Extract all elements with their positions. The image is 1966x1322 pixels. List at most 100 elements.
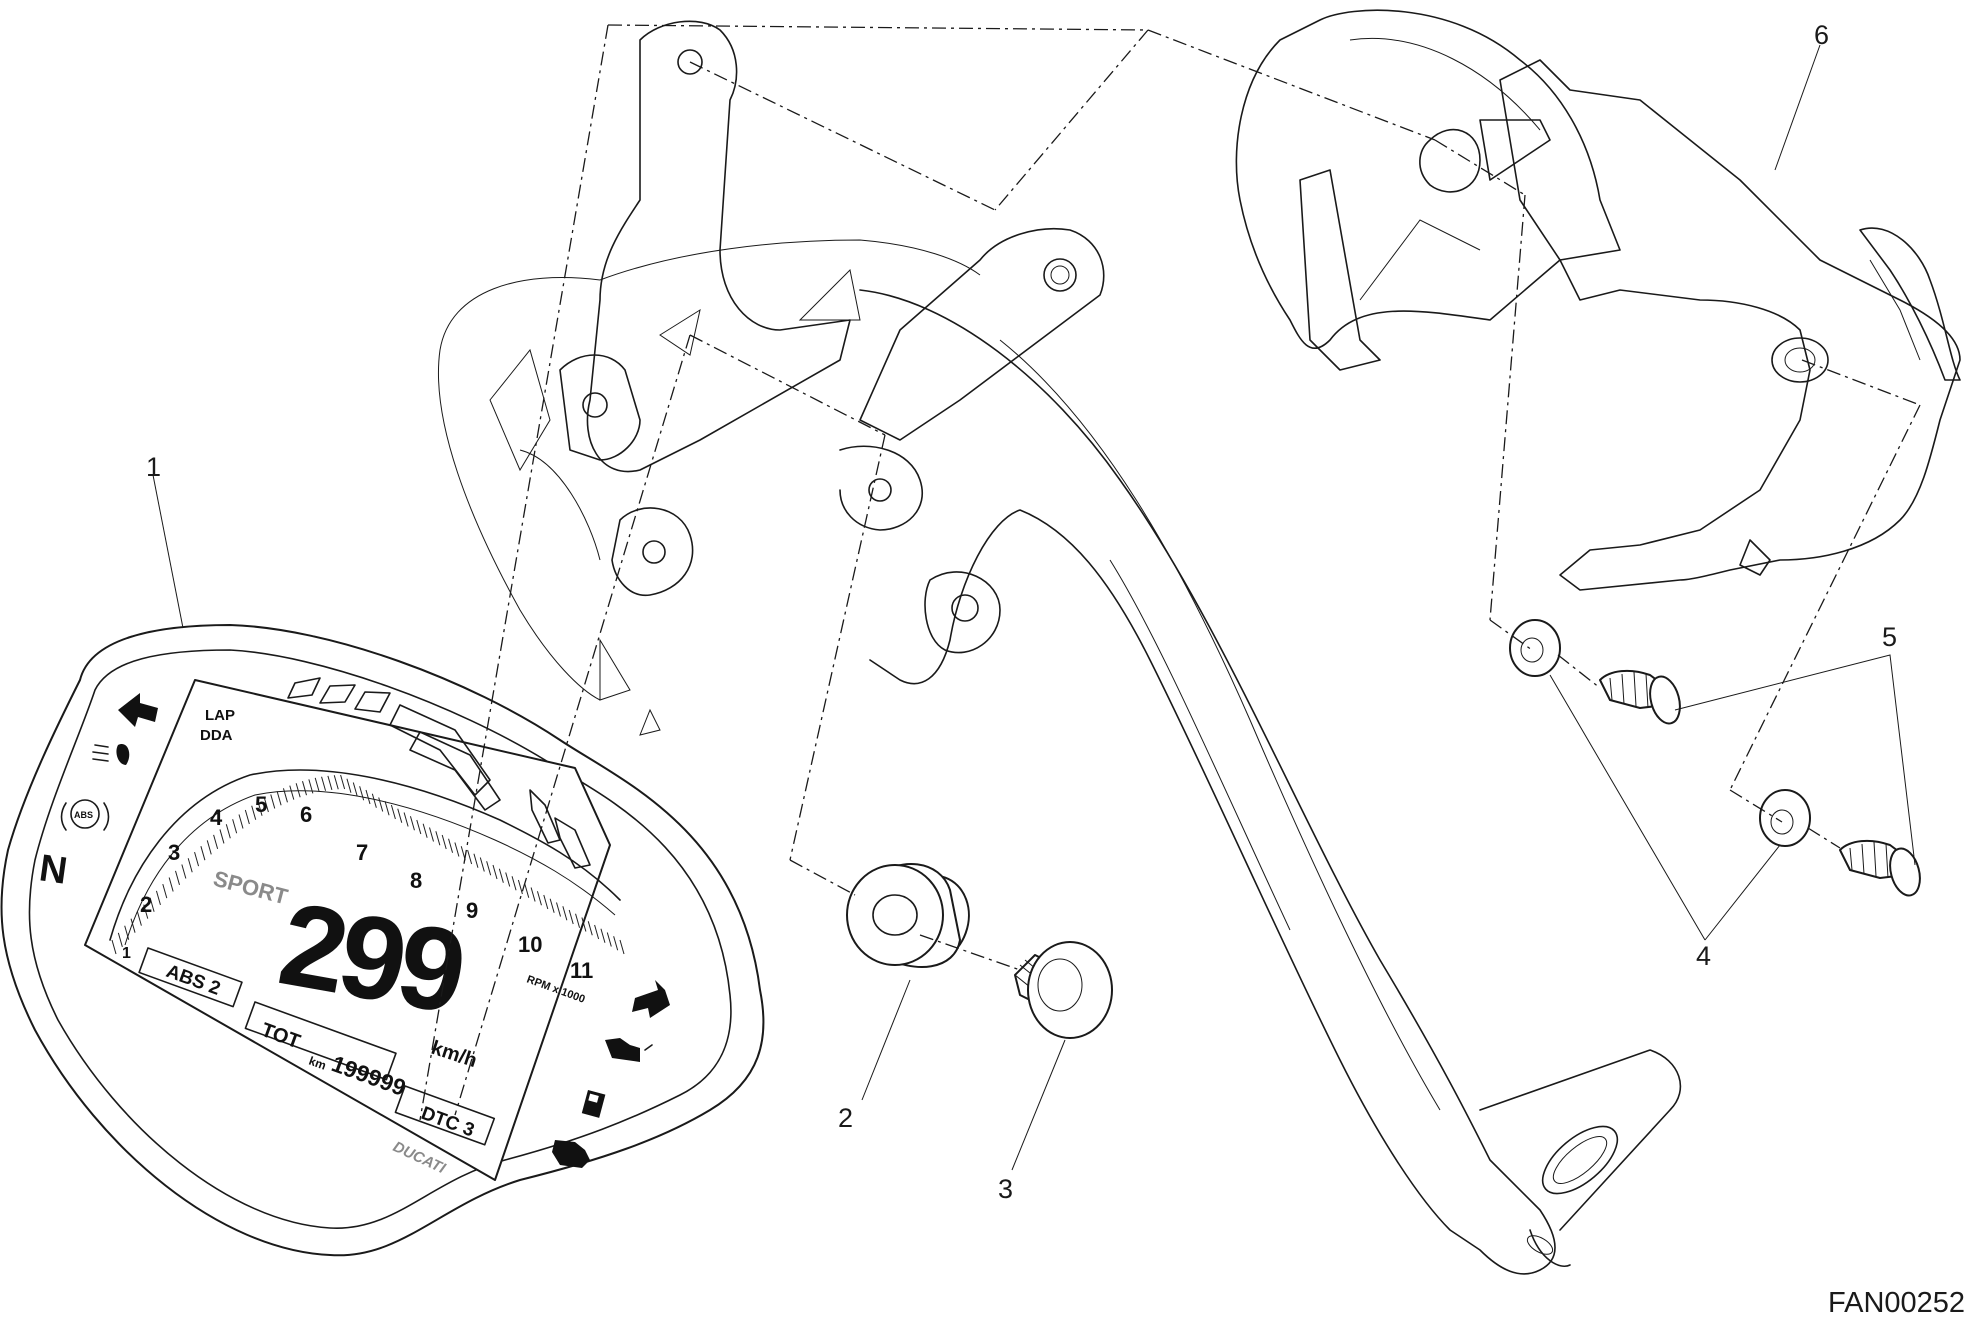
rpm-tick xyxy=(238,814,244,829)
rpm-tick xyxy=(130,918,136,933)
callout-3: 3 xyxy=(998,1174,1013,1204)
rpm-tick xyxy=(397,808,403,823)
rpm-tick xyxy=(416,819,422,835)
rpm-gauge xyxy=(109,769,621,946)
rpm-tick xyxy=(124,925,130,940)
left-turn-arrow-icon xyxy=(118,693,158,727)
rpm-tick xyxy=(556,902,561,917)
rpm-tick xyxy=(276,791,282,806)
rpm-tick xyxy=(200,846,206,861)
rpm-tick-6: 6 xyxy=(300,802,312,827)
instrument-support-bracket xyxy=(437,20,1682,1275)
rpm-tick xyxy=(517,879,523,895)
rpm-tick xyxy=(352,782,358,797)
washer-part-4-upper xyxy=(1509,619,1561,677)
instrument-cover-part-6 xyxy=(1235,9,1961,591)
rpm-tick-4: 4 xyxy=(210,805,223,830)
rpm-tick xyxy=(435,831,441,846)
rpm-tick-2: 2 xyxy=(140,892,152,917)
rpm-tick xyxy=(581,917,587,932)
rpm-tick xyxy=(594,924,600,940)
rpm-tick xyxy=(448,838,454,853)
instrument-panel-part-1: LAP DDA 1 2 3 4 5 6 7 8 9 10 11 RPM x 10… xyxy=(0,624,765,1257)
fuel-icon xyxy=(581,1090,606,1118)
callout-6: 6 xyxy=(1814,20,1829,50)
rpm-tick xyxy=(111,939,117,955)
neutral-indicator: N xyxy=(37,847,70,892)
rpm-tick xyxy=(282,788,288,803)
rpm-tick xyxy=(562,906,568,921)
rpm-tick xyxy=(403,812,409,827)
rpm-tick xyxy=(359,786,365,801)
rpm-tick xyxy=(136,911,142,926)
rpm-tick xyxy=(232,819,238,834)
rpm-tick xyxy=(568,909,574,925)
rpm-tick-9: 9 xyxy=(466,898,478,923)
rpm-tick xyxy=(321,776,327,791)
rpm-tick xyxy=(289,785,295,800)
rpm-tick xyxy=(206,840,212,855)
rpm-tick xyxy=(327,775,333,790)
odo-unit-label: km xyxy=(307,1054,328,1073)
rpm-tick xyxy=(365,789,371,805)
rpm-tick xyxy=(371,793,377,808)
rpm-tick-1: 1 xyxy=(122,945,131,962)
rpm-tick xyxy=(575,913,581,928)
rpm-tick xyxy=(422,823,428,838)
rpm-tick-10: 10 xyxy=(518,932,542,957)
rpm-tick xyxy=(479,857,485,872)
callout-1: 1 xyxy=(146,452,161,482)
figure-code: FAN00252 xyxy=(1828,1287,1965,1319)
rpm-tick xyxy=(295,783,301,798)
screw-with-washer-part-3 xyxy=(1014,941,1113,1039)
rpm-tick xyxy=(168,877,174,892)
rpm-tick-3: 3 xyxy=(168,840,180,865)
washer-part-4-lower xyxy=(1759,789,1811,847)
rpm-tick xyxy=(441,834,447,850)
rpm-tick xyxy=(530,887,536,902)
rpm-tick xyxy=(549,898,555,913)
right-turn-arrow-icon xyxy=(632,980,670,1018)
rpm-tick xyxy=(524,883,530,898)
rpm-tick xyxy=(606,932,612,947)
rpm-tick xyxy=(384,801,390,816)
abs-icon-label: ABS xyxy=(74,810,93,820)
rpm-tick xyxy=(263,797,269,813)
rpm-tick xyxy=(149,897,155,912)
rpm-tick xyxy=(492,864,498,880)
lap-label: LAP xyxy=(205,707,235,724)
high-beam-icon xyxy=(92,744,130,765)
rpm-tick xyxy=(314,777,320,793)
rpm-tick xyxy=(308,779,314,794)
rpm-tick xyxy=(117,932,123,948)
rpm-tick xyxy=(505,872,511,887)
rpm-tick xyxy=(257,801,263,816)
callout-4: 4 xyxy=(1696,941,1711,971)
rpm-tick xyxy=(244,809,250,825)
rpm-tick xyxy=(613,936,619,951)
rpm-tick xyxy=(187,858,193,873)
rpm-tick xyxy=(536,891,542,906)
rpm-tick xyxy=(600,928,606,943)
rpm-tick-marks xyxy=(111,774,625,955)
rpm-tick xyxy=(225,824,231,839)
rpm-tick xyxy=(346,778,352,793)
leader-lines xyxy=(152,44,1916,1171)
rpm-tick xyxy=(378,797,384,812)
rpm-tick xyxy=(390,804,396,820)
rpm-tick xyxy=(181,864,187,879)
shift-light-segments xyxy=(287,677,591,869)
rpm-tick xyxy=(213,834,219,849)
rpm-tick xyxy=(473,853,479,868)
callout-5: 5 xyxy=(1882,622,1897,652)
rpm-tick xyxy=(587,921,593,936)
rpm-tick xyxy=(486,861,492,876)
rpm-tick xyxy=(155,890,161,906)
rpm-tick xyxy=(340,774,346,790)
rpm-tick xyxy=(251,805,257,820)
rpm-tick xyxy=(175,870,180,886)
callout-2: 2 xyxy=(838,1103,853,1133)
rpm-tick xyxy=(467,849,473,865)
rpm-tick-11: 11 xyxy=(570,958,593,983)
